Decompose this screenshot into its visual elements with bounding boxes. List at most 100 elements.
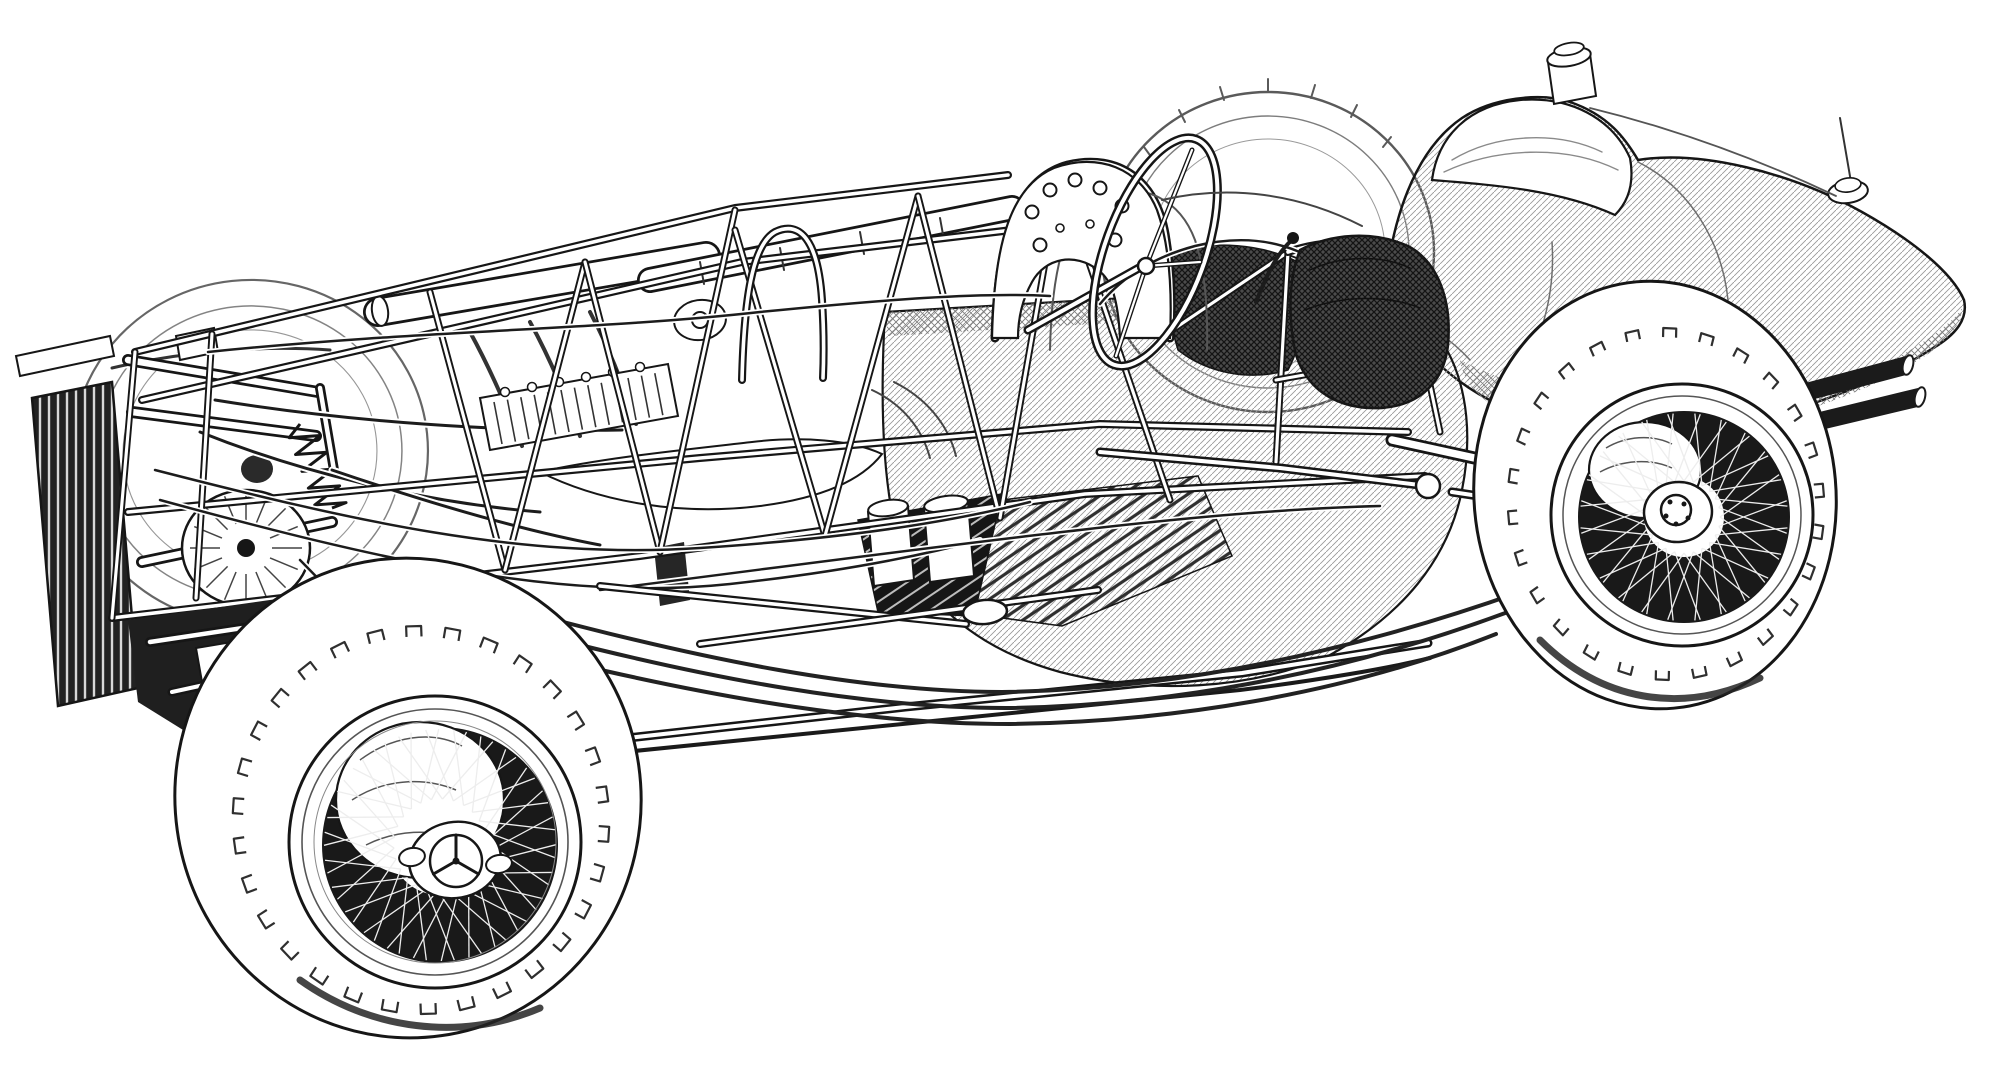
rear-right-wheel-knockoff-dot	[1685, 515, 1691, 521]
front-left-wheel-wire-spoke	[352, 858, 397, 923]
front-left-wheel-wire-spoke	[441, 741, 494, 800]
front-left-wheel-wire-spoke	[343, 779, 396, 838]
dash-lightening-holes	[1067, 172, 1083, 188]
bellhousing-arcs	[871, 389, 931, 459]
front-left-wheel-tread-block	[442, 626, 462, 642]
rear-left-tire-tread-ticks	[1382, 136, 1392, 148]
front-left-wheel-wire-spoke	[336, 790, 412, 810]
fuel-vent-pipe	[1839, 117, 1852, 183]
seat-contours	[1304, 297, 1421, 311]
rear-right-wheel-brake-drum-contour	[1605, 436, 1673, 449]
rear-right-wheel-wire-spoke	[1581, 507, 1650, 534]
injection-pump-fins	[493, 401, 503, 445]
gear-lever	[1254, 238, 1294, 304]
seat-contours	[1309, 257, 1411, 271]
dash-small-holes	[1055, 223, 1065, 233]
front-left-wheel-tread-block	[574, 899, 593, 920]
fuel-lines	[153, 468, 1032, 552]
rear-right-wheel-tread-block	[1756, 628, 1774, 646]
front-left-wheel-wire-spoke	[336, 847, 395, 900]
front-left-wheel-wire-spoke	[363, 888, 427, 934]
injection-pump-fins	[640, 375, 651, 418]
front-left-wheel-wire-spoke	[361, 758, 399, 827]
tie-rods	[330, 468, 602, 547]
front-left-wheel-wire-spoke	[472, 802, 549, 813]
rear-right-wheel-tread-block	[1506, 509, 1519, 526]
front-left-wheel-wire-spoke	[373, 868, 402, 941]
rear-right-wheel-tread-block	[1582, 643, 1600, 661]
rear-right-wheel-wire-spoke	[1718, 451, 1766, 509]
front-left-wheel-brake-drum-contour	[351, 781, 457, 801]
front-left-wheel-sidewall-ring	[287, 694, 583, 990]
front-left-wheel-tread-block	[566, 710, 586, 731]
front-left-wheel-tread-block	[595, 785, 610, 804]
steering-wheel-rim-inner	[1090, 135, 1220, 369]
rear-right-wheel-knockoff-dot	[1663, 513, 1669, 519]
front-left-wheel-tread-block	[380, 998, 400, 1014]
tail-fuel-line	[1589, 107, 1837, 197]
front-left-wheel-tread-block	[280, 940, 300, 961]
radiator-header-tank	[14, 334, 116, 378]
rear-right-wheel-wire-spoke	[1694, 413, 1703, 486]
frame-diagonals-bore	[503, 260, 587, 572]
front-left-wheel-tread-block	[343, 986, 364, 1004]
rear-right-wheel-wire-spoke	[1665, 548, 1674, 621]
rear-right-wheel-tread-block	[1552, 618, 1570, 637]
injection-pump-fins	[587, 385, 597, 428]
front-left-wheel-wire-spoke	[483, 830, 556, 859]
front-right-hub	[241, 455, 273, 483]
kingpin-bore	[317, 385, 337, 473]
front-left-wheel-tread-block	[236, 757, 253, 778]
steering-wheel-spokes-bore	[1114, 264, 1148, 358]
front-left-wheel-tread-block	[231, 797, 245, 816]
rear-right-wheel-wire-spoke	[1588, 516, 1649, 560]
rear-right-wheel-tread-block	[1624, 329, 1641, 343]
front-left-wheel-wire-spoke	[471, 736, 482, 813]
front-left-wheel-wire-spoke	[453, 729, 465, 806]
torsion-rod-b-bore	[698, 588, 1100, 646]
front-left-wheel-sidewall-ring	[301, 708, 569, 976]
oil-canister-a-cap	[867, 498, 909, 518]
front-left-wheel-tread-block	[405, 624, 423, 637]
injection-pump	[478, 362, 680, 452]
rear-right-wheel-tread-block	[1516, 427, 1531, 446]
frame-diagonals-bore	[1163, 250, 1290, 337]
front-brake-drum-fins	[269, 557, 299, 571]
injection-pump-fins	[654, 373, 664, 416]
front-left-wheel-tread-block	[309, 966, 330, 986]
front-left-wheel-knockoff-wing	[485, 853, 513, 875]
frame-diagonals-bore	[110, 350, 137, 620]
front-left-wheel-wire-spoke	[483, 767, 528, 832]
front-left-wheel-wire-spoke	[436, 890, 482, 954]
rear-right-wheel-knockoff-dot	[1681, 501, 1687, 507]
front-left-wheel-wire-spoke	[398, 736, 444, 800]
intake-stubs	[634, 361, 646, 373]
rear-right-wheel-tread-block	[1533, 391, 1550, 411]
rear-right-wheel-wire-spoke	[1646, 542, 1660, 615]
front-left-wheel-wire-spoke	[324, 859, 401, 870]
front-left-wheel-wire-spoke	[384, 742, 405, 818]
front-left-wheel-wire-spoke	[352, 767, 422, 804]
rear-right-wheel-sidewall-ring	[1549, 382, 1815, 648]
front-left-wheel-wire-spoke	[398, 877, 409, 954]
upper-wishbone-bore	[124, 356, 322, 396]
rear-right-wheel-tread-block	[1529, 585, 1546, 605]
rear-right-wheel-wire-spoke	[1692, 551, 1750, 599]
rear-right-wheel-tread-block	[1732, 347, 1750, 365]
front-left-wheel-wire-spoke	[425, 729, 454, 802]
steering-wheel-spokes-bore	[1144, 148, 1194, 268]
rear-right-wheel-wire-spoke	[1667, 414, 1694, 483]
rear-right-wheel-tire-shading	[1536, 636, 1764, 702]
front-left-wheel-wire-spoke	[324, 831, 397, 860]
front-left-wheel-wire-spoke	[453, 756, 517, 802]
fuel-filler-cap-top	[1553, 41, 1585, 57]
front-left-wheel-tread-block	[456, 996, 476, 1012]
front-brake-drum-fins	[263, 565, 287, 589]
rear-right-wheel-tread-block	[1589, 340, 1607, 357]
frame-diagonals-bore	[1274, 250, 1290, 464]
frame-diagonals-bore	[658, 208, 737, 554]
cockpit-seat	[1289, 234, 1450, 410]
rear-right-wheel-knockoff-dot	[1673, 521, 1679, 527]
front-left-wheel-wire-spoke	[463, 777, 535, 807]
headrest-fairing	[1430, 98, 1633, 217]
